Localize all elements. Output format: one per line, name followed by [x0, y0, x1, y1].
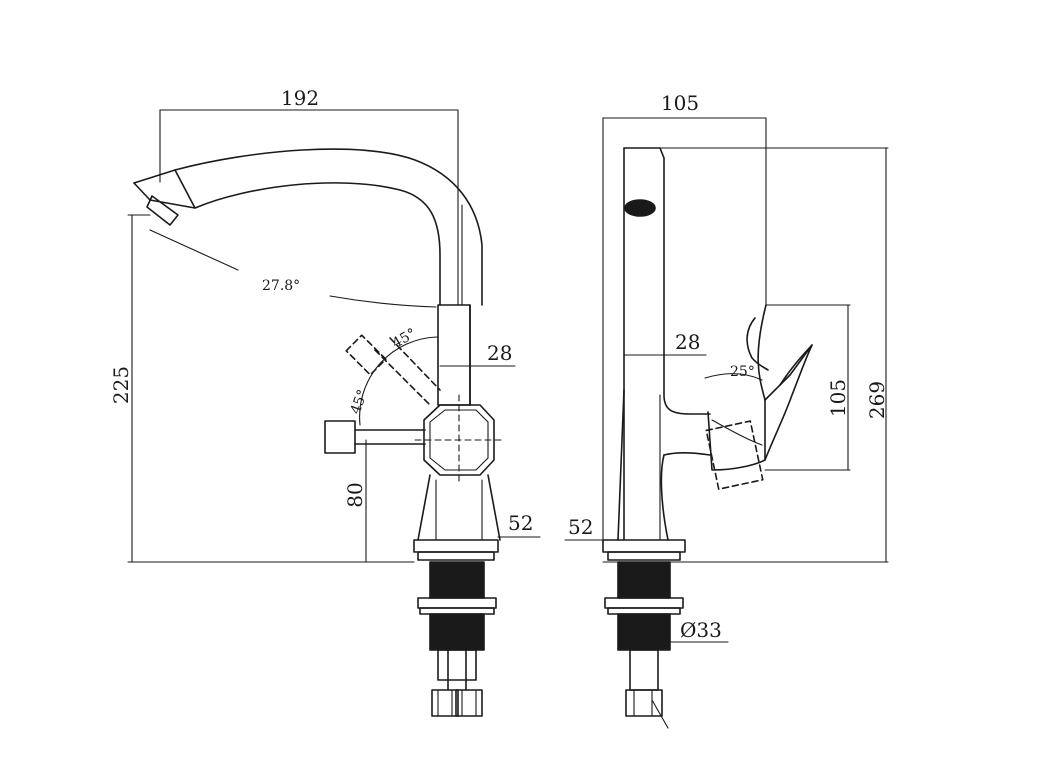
label-side-width: 105: [661, 91, 699, 115]
label-handle-angle-lower: 45°: [348, 388, 372, 417]
dim-front-heights: 225 80: [109, 214, 415, 563]
label-front-height: 225: [109, 366, 133, 404]
front-view: 192 27.8° 28: [109, 86, 541, 717]
label-side-height: 269: [865, 381, 889, 419]
label-front-base: 52: [508, 511, 533, 535]
side-handle: 25°: [704, 304, 813, 490]
side-base-flange: [602, 539, 686, 561]
label-side-base: 52: [568, 515, 593, 539]
label-handle-angle-upper: 45°: [390, 326, 420, 352]
label-side-body: 28: [675, 330, 700, 354]
label-spout-angle: 27.8°: [262, 278, 300, 294]
front-lower-body: [417, 474, 501, 541]
front-cartridge: [414, 394, 506, 486]
label-front-width: 192: [281, 86, 319, 110]
side-lower-body: [617, 389, 711, 541]
front-shank: [417, 561, 497, 717]
side-view: 105 28 25°: [564, 91, 889, 729]
side-shank: [604, 561, 684, 729]
front-base-flange: [413, 539, 499, 561]
dim-side-body-28: 28: [675, 330, 700, 354]
front-body: [437, 304, 471, 406]
label-side-thread: Ø33: [680, 618, 722, 642]
dim-side-thread-diameter: Ø33: [669, 618, 729, 643]
label-side-handle-angle: 25°: [730, 364, 755, 380]
side-spout: [623, 147, 889, 541]
dim-side-height-269: 269: [865, 147, 889, 563]
front-spout: [133, 148, 483, 306]
dim-front-width-192: 192: [159, 86, 459, 306]
dim-side-base-52: 52: [564, 515, 604, 541]
label-front-body: 28: [487, 341, 512, 365]
dim-side-handle-105: 105: [764, 304, 851, 471]
label-side-handle-height: 105: [826, 379, 850, 417]
dim-spout-angle: 27.8°: [149, 229, 437, 308]
dim-front-base-52: 52: [497, 511, 541, 538]
label-front-handle-height: 80: [343, 482, 367, 507]
front-handle-swing: 45° 45°: [345, 326, 441, 426]
dim-side-width-105: 105: [602, 91, 767, 546]
dim-front-body-28: 28: [439, 341, 516, 367]
front-handle-lever: [324, 420, 426, 454]
